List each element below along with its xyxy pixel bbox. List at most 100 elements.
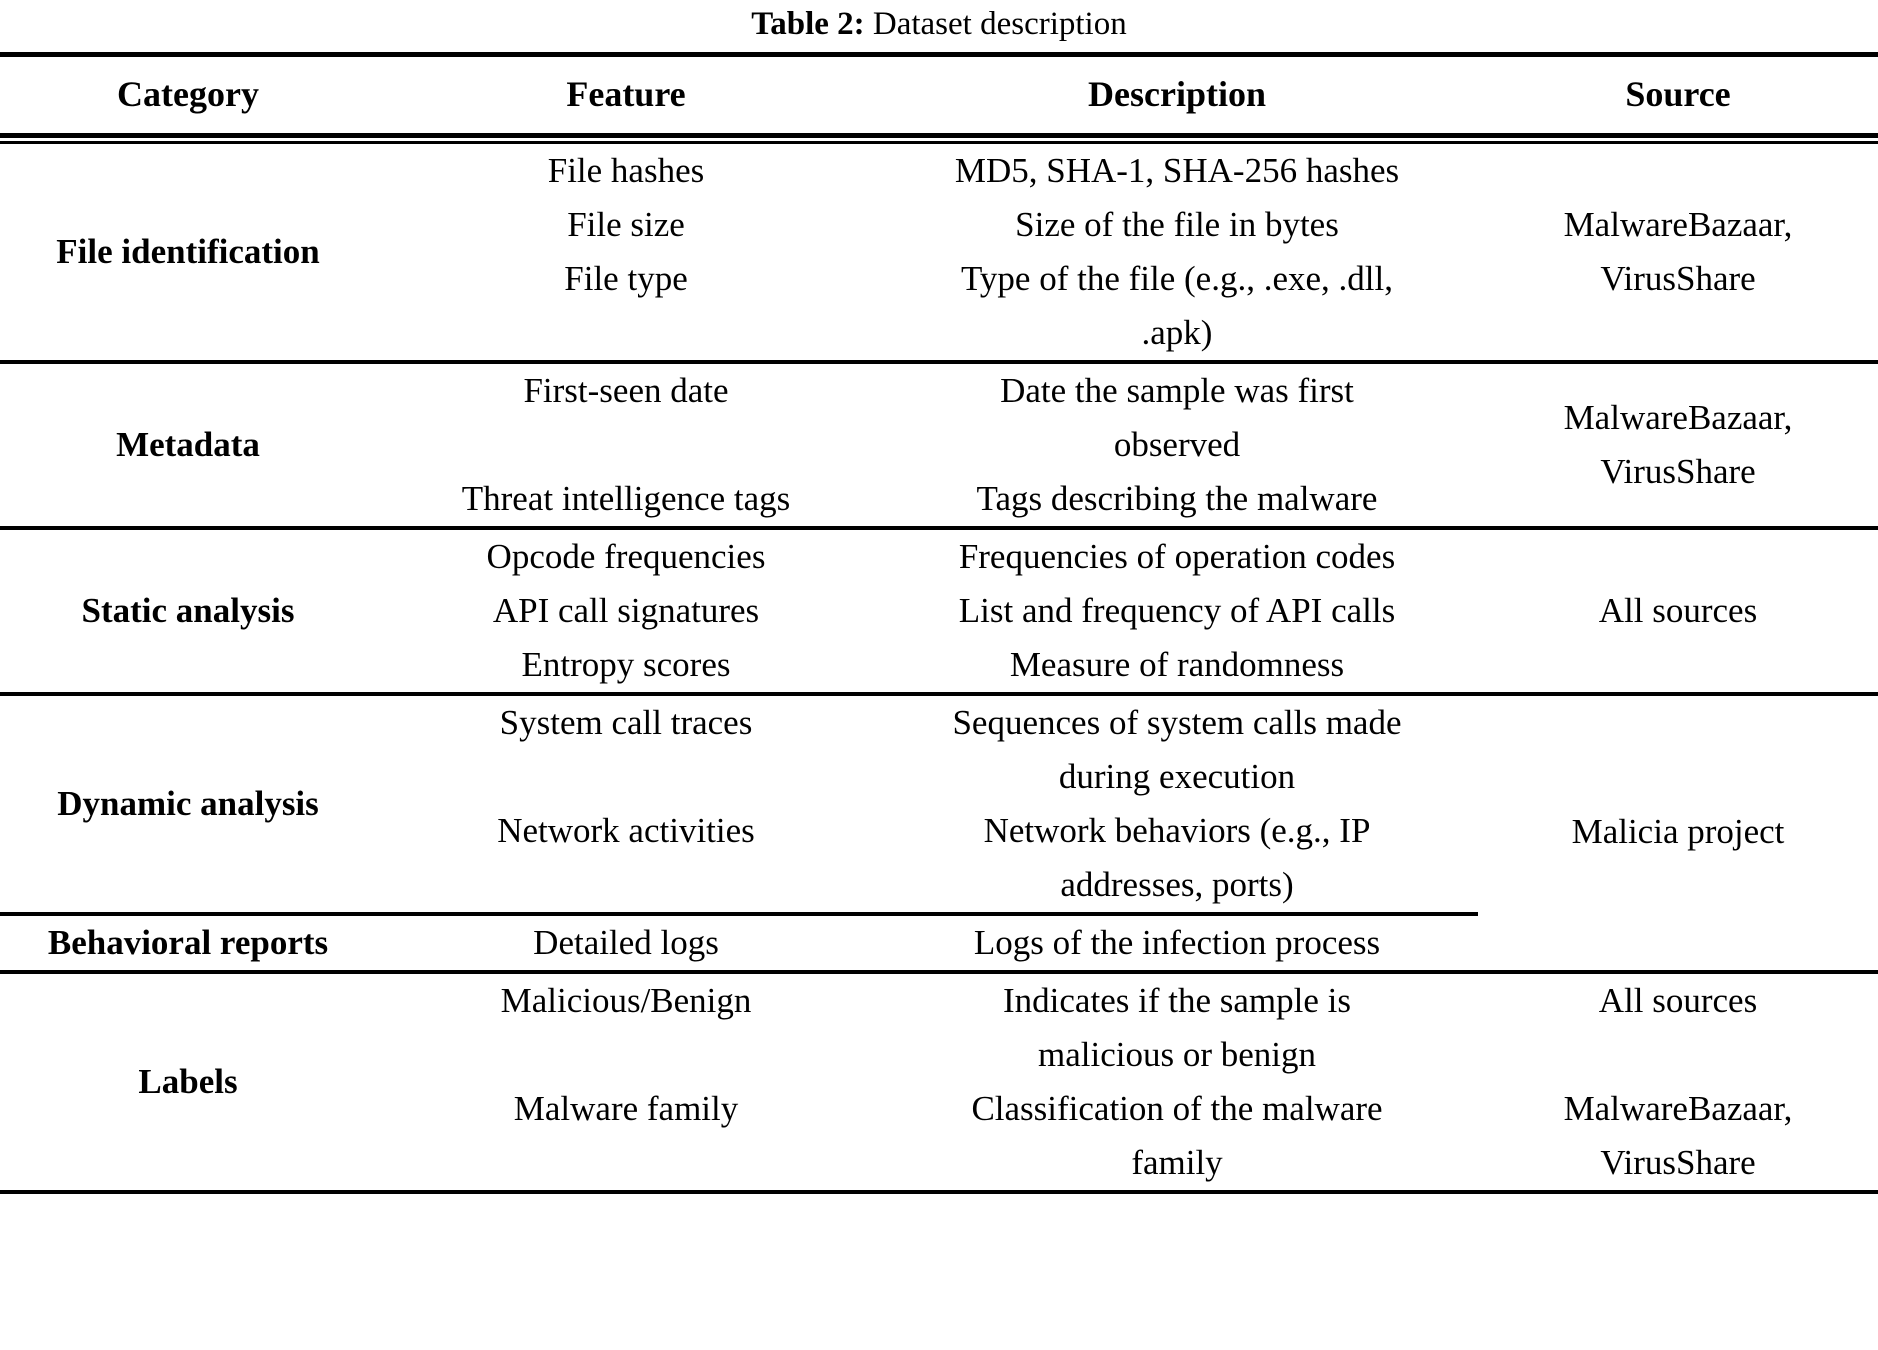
row-feature: Detailed logs bbox=[376, 912, 876, 972]
description-line: Classification of the malware bbox=[971, 1089, 1383, 1128]
row-category: Labels bbox=[0, 970, 376, 1194]
feature-line: File hashes bbox=[547, 151, 705, 190]
row-category: Metadata bbox=[0, 360, 376, 528]
caption-label: Table 2: bbox=[751, 6, 865, 42]
feature-line: Threat intelligence tags bbox=[461, 479, 791, 518]
layout-spacer bbox=[1484, 751, 1872, 805]
row-source bbox=[1478, 914, 1878, 972]
layout-spacer bbox=[382, 418, 870, 472]
source-line: VirusShare bbox=[1600, 452, 1756, 491]
column-header-description: Description bbox=[876, 52, 1478, 133]
row-feature: First-seen date Threat intelligence tags bbox=[376, 360, 876, 528]
description-line: Measure of randomness bbox=[1009, 645, 1345, 684]
table-row: Metadata First-seen date Threat intellig… bbox=[0, 360, 1878, 528]
description-line: Tags describing the malware bbox=[976, 479, 1378, 518]
feature-line: Opcode frequencies bbox=[486, 537, 766, 576]
row-description: Frequencies of operation codes List and … bbox=[876, 526, 1478, 694]
table-header: Category Feature Description Source bbox=[0, 52, 1878, 144]
description-line: Size of the file in bytes bbox=[1015, 205, 1339, 244]
source-line: VirusShare bbox=[1600, 259, 1756, 298]
table-caption: Table 2: Dataset description bbox=[0, 0, 1878, 52]
feature-line: Network activities bbox=[497, 811, 755, 850]
layout-spacer bbox=[1484, 697, 1872, 751]
layout-spacer bbox=[1484, 306, 1872, 360]
feature-line: System call traces bbox=[499, 703, 753, 742]
row-feature: Malicious/Benign Malware family bbox=[376, 970, 876, 1194]
row-source: MalwareBazaar, VirusShare bbox=[1478, 360, 1878, 528]
layout-spacer bbox=[1484, 144, 1872, 198]
table-row: Dynamic analysis System call traces Netw… bbox=[0, 692, 1878, 914]
row-category: Behavioral reports bbox=[0, 912, 376, 972]
rule-thin bbox=[0, 141, 1878, 144]
column-header-category: Category bbox=[0, 52, 376, 133]
layout-spacer bbox=[1484, 859, 1872, 913]
description-line: malicious or benign bbox=[1037, 1035, 1316, 1074]
header-row: Category Feature Description Source bbox=[0, 52, 1878, 133]
layout-spacer bbox=[1484, 499, 1872, 526]
row-source: MalwareBazaar, VirusShare bbox=[1478, 144, 1878, 362]
description-line: Date the sample was first bbox=[1000, 371, 1354, 410]
description-line: .apk) bbox=[1141, 313, 1213, 352]
table-row: File identification File hashes File siz… bbox=[0, 144, 1878, 362]
description-line: Logs of the infection process bbox=[973, 923, 1381, 962]
column-header-source: Source bbox=[1478, 52, 1878, 133]
layout-spacer bbox=[382, 858, 870, 912]
feature-line: Detailed logs bbox=[533, 923, 719, 962]
source-line: MalwareBazaar, bbox=[1563, 398, 1793, 437]
row-feature: System call traces Network activities bbox=[376, 692, 876, 914]
feature-line: Entropy scores bbox=[521, 645, 731, 684]
description-line: Sequences of system calls made bbox=[952, 703, 1402, 742]
row-source: All sources bbox=[1478, 526, 1878, 694]
description-line: Type of the file (e.g., .exe, .dll, bbox=[961, 259, 1393, 298]
row-description: Logs of the infection process bbox=[876, 912, 1478, 972]
caption-text: Dataset description bbox=[872, 6, 1127, 42]
feature-line: File type bbox=[564, 259, 688, 298]
source-line: Malicia project bbox=[1571, 812, 1785, 851]
table-row: Static analysis Opcode frequencies API c… bbox=[0, 526, 1878, 694]
row-feature: File hashes File size File type bbox=[376, 144, 876, 362]
description-line: Frequencies of operation codes bbox=[958, 537, 1396, 576]
source-line: MalwareBazaar, bbox=[1563, 205, 1793, 244]
source-line: VirusShare bbox=[1600, 1143, 1756, 1182]
layout-spacer bbox=[382, 1136, 870, 1190]
row-category: File identification bbox=[56, 232, 320, 271]
description-line: during execution bbox=[1058, 757, 1296, 796]
description-line: observed bbox=[1113, 425, 1241, 464]
row-category: Dynamic analysis bbox=[0, 692, 376, 914]
description-line: addresses, ports) bbox=[1060, 865, 1294, 904]
layout-spacer bbox=[382, 306, 870, 360]
layout-spacer bbox=[1484, 364, 1872, 391]
row-description: Indicates if the sample is malicious or … bbox=[876, 970, 1478, 1194]
row-source: Malicia project bbox=[1478, 692, 1878, 914]
table-row: Labels Malicious/Benign Malware family I… bbox=[0, 970, 1878, 1194]
column-header-feature: Feature bbox=[376, 52, 876, 133]
feature-line: File size bbox=[567, 205, 685, 244]
source-line: MalwareBazaar, bbox=[1563, 1089, 1793, 1128]
row-category: Static analysis bbox=[0, 526, 376, 694]
source-line: All sources bbox=[1598, 981, 1758, 1020]
description-line: Network behaviors (e.g., IP bbox=[983, 811, 1371, 850]
dataset-description-table: Category Feature Description Source File… bbox=[0, 52, 1878, 1194]
row-source: All sources MalwareBazaar, VirusShare bbox=[1478, 970, 1878, 1194]
feature-line: First-seen date bbox=[523, 371, 729, 410]
row-feature: Opcode frequencies API call signatures E… bbox=[376, 526, 876, 694]
description-line: MD5, SHA-1, SHA-256 hashes bbox=[954, 151, 1400, 190]
row-description: Date the sample was first observed Tags … bbox=[876, 360, 1478, 528]
description-line: Indicates if the sample is bbox=[1003, 981, 1351, 1020]
description-line: List and frequency of API calls bbox=[958, 591, 1396, 630]
layout-spacer bbox=[382, 1028, 870, 1082]
feature-line: Malware family bbox=[513, 1089, 739, 1128]
layout-spacer bbox=[382, 750, 870, 804]
header-double-rule bbox=[0, 133, 1878, 144]
feature-line: Malicious/Benign bbox=[500, 981, 752, 1020]
row-description: Sequences of system calls made during ex… bbox=[876, 692, 1478, 914]
description-line: family bbox=[1131, 1143, 1223, 1182]
source-line: All sources bbox=[1598, 591, 1758, 630]
rule-gap bbox=[0, 138, 1878, 141]
rule-thick bbox=[0, 133, 1878, 138]
layout-spacer bbox=[1484, 1028, 1872, 1082]
header-rule-cell bbox=[0, 133, 1878, 144]
row-description: MD5, SHA-1, SHA-256 hashes Size of the f… bbox=[876, 144, 1478, 362]
feature-line: API call signatures bbox=[492, 591, 760, 630]
